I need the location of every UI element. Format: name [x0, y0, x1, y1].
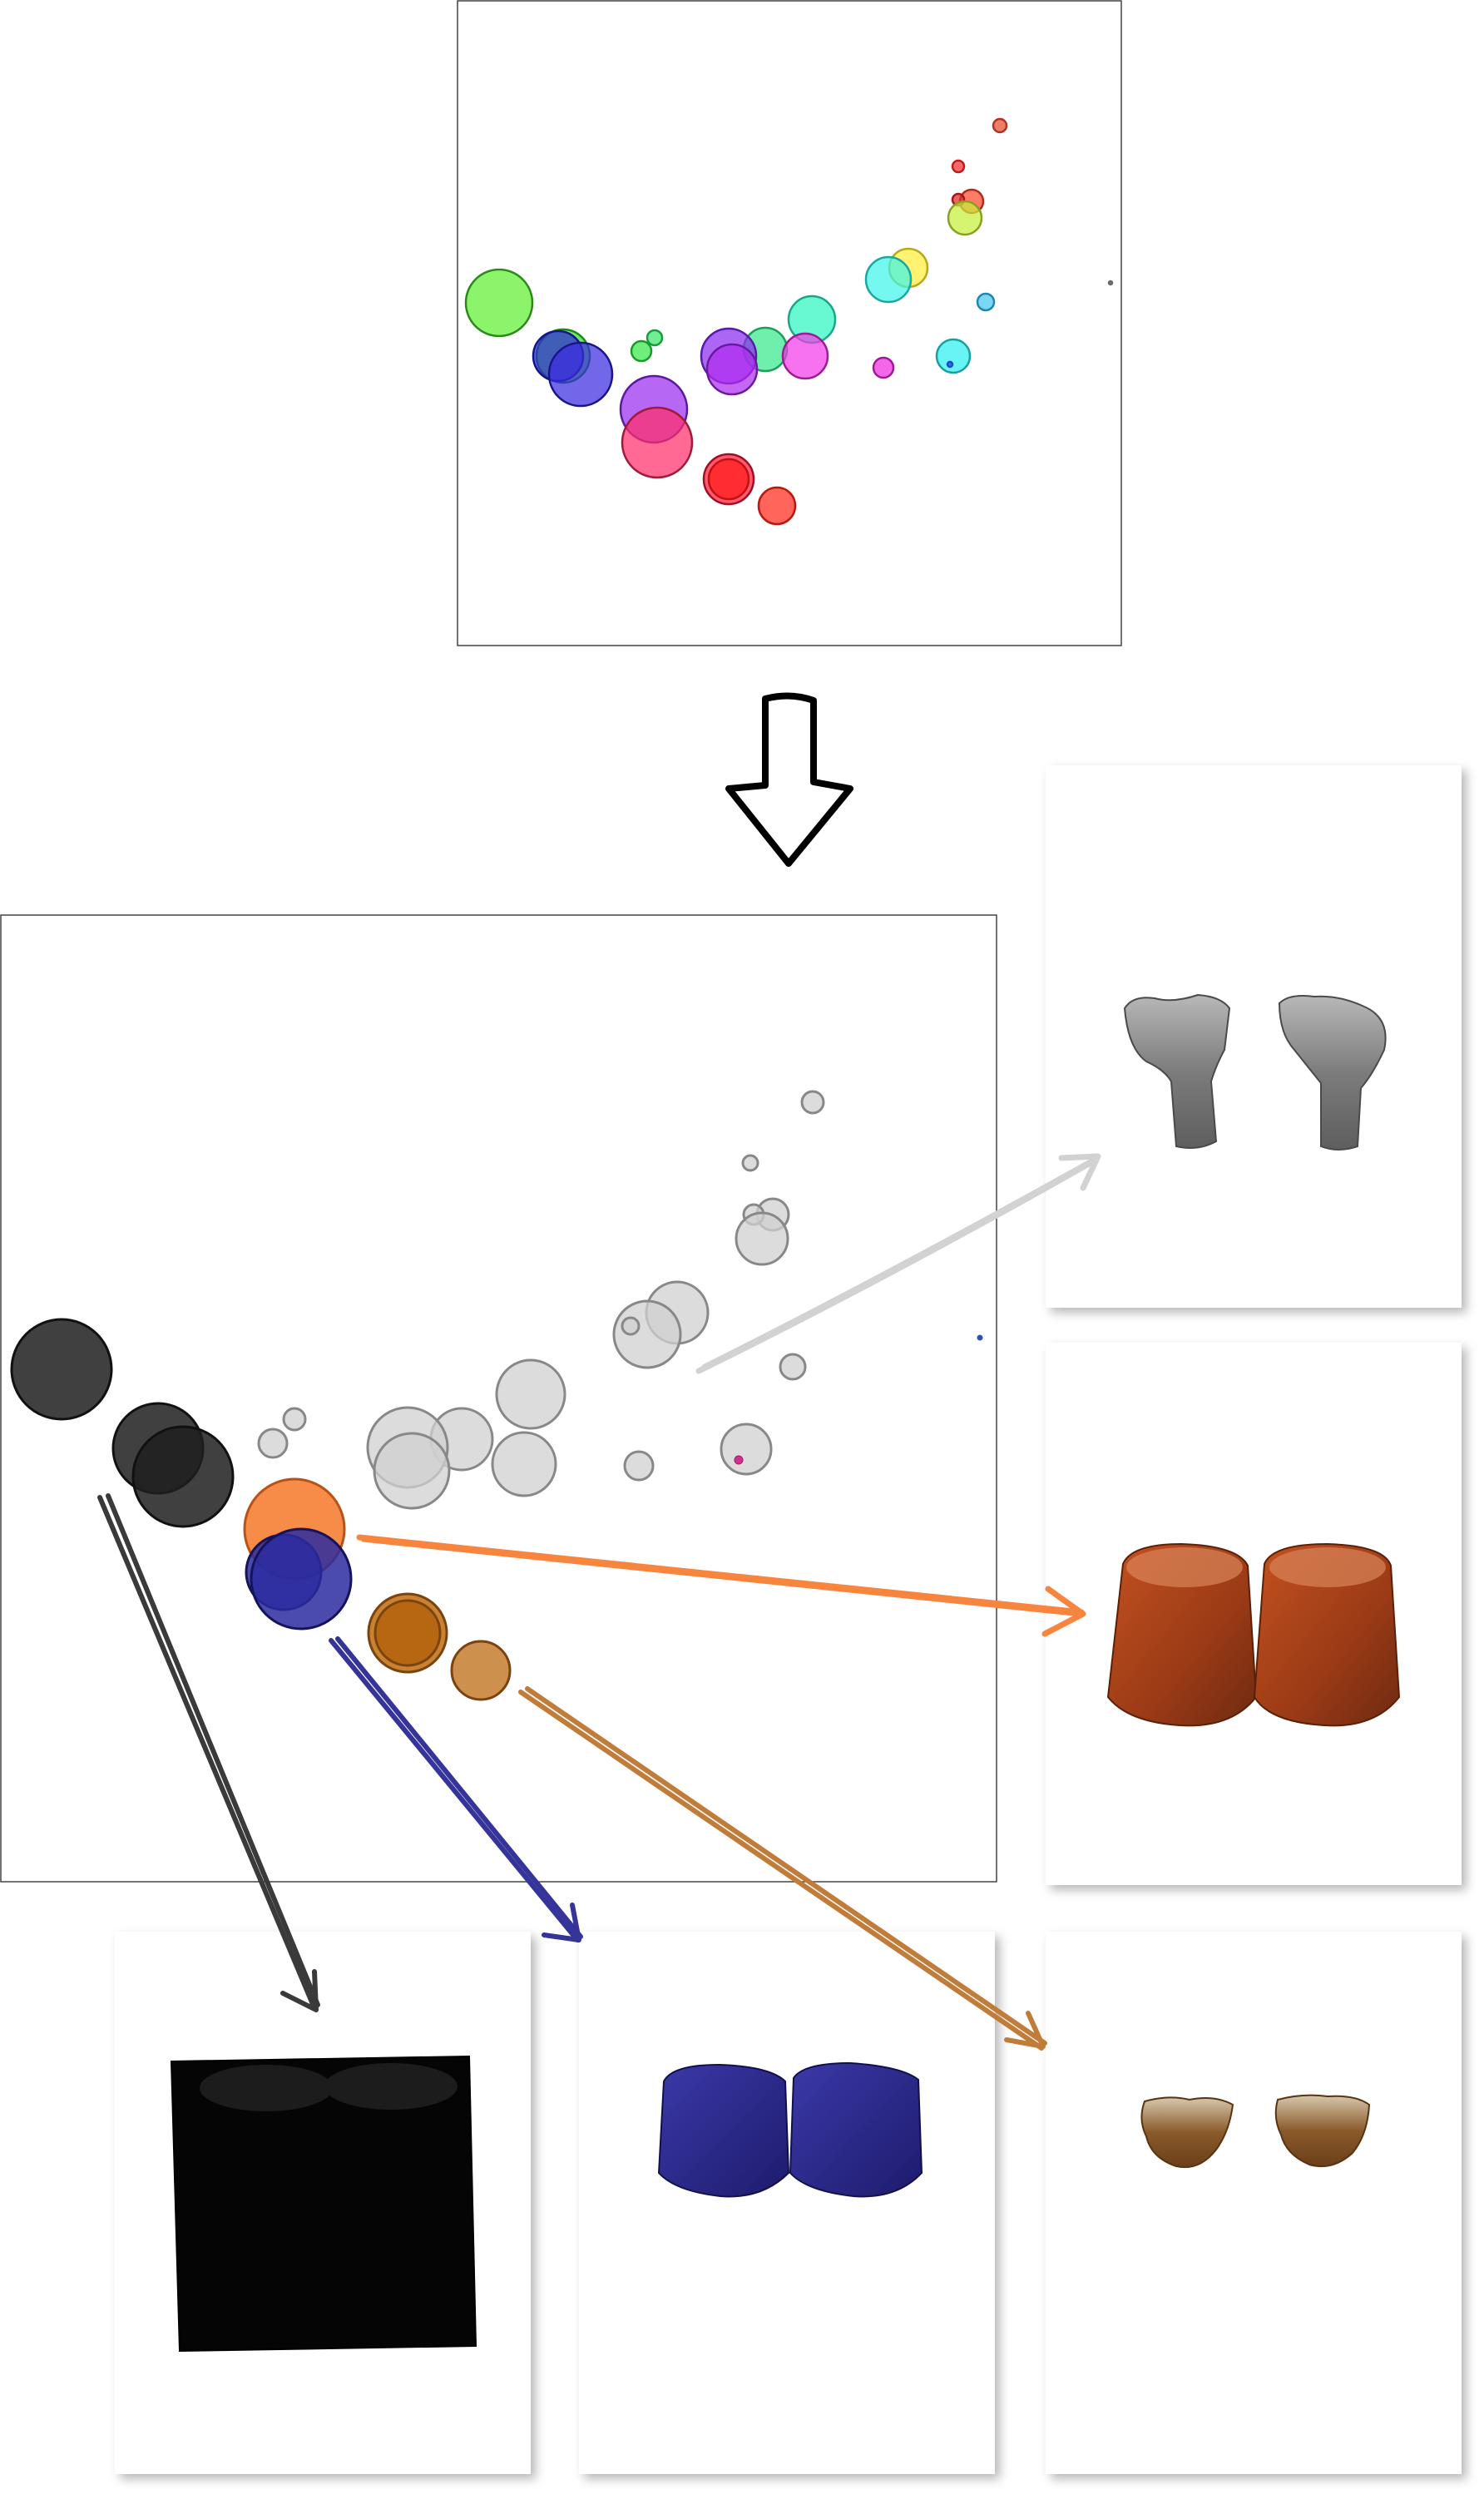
cylinder-render-right — [1253, 1542, 1401, 1727]
bubble — [547, 341, 614, 408]
bubble — [623, 1450, 655, 1482]
arrow-navy — [329, 1636, 583, 1942]
cylinder-top-left — [1126, 1547, 1243, 1587]
bubble — [373, 1432, 451, 1510]
render-panel-navy — [579, 1932, 995, 2474]
bubble — [779, 1353, 807, 1381]
top-plot-bubbles — [464, 117, 1114, 526]
bubble — [257, 1428, 289, 1459]
bubble — [464, 268, 534, 338]
render-card — [1046, 1932, 1462, 2474]
bubble-group-light-gray — [257, 1090, 825, 1510]
bubble — [946, 360, 954, 369]
bubble — [720, 1423, 773, 1476]
bubble — [450, 1640, 512, 1701]
bubble — [621, 1316, 641, 1336]
bubble — [131, 1425, 235, 1528]
bubble — [1107, 280, 1114, 286]
cap-render-left — [1140, 2096, 1234, 2168]
render-card — [1046, 1343, 1462, 1885]
cylinder-render-left — [657, 2063, 790, 2198]
bubble — [947, 200, 983, 236]
bubble — [250, 1527, 353, 1631]
bone-render-right — [1278, 995, 1387, 1151]
render-panel-brown — [1046, 1932, 1462, 2474]
bubble — [741, 1154, 759, 1172]
bubble — [707, 458, 750, 501]
render-card — [1046, 765, 1462, 1308]
connector-arrows — [97, 1153, 1101, 2051]
bubble — [864, 255, 913, 304]
bubble — [10, 1318, 113, 1421]
block-highlight-right — [324, 2063, 458, 2110]
bubble — [781, 332, 829, 380]
render-panel-gray-bones — [1046, 765, 1462, 1308]
bubble — [373, 1599, 442, 1667]
bubble — [992, 117, 1008, 134]
cap-render-right — [1274, 2094, 1371, 2168]
bubble — [621, 406, 694, 479]
bubble — [951, 159, 966, 174]
volume-block-icon — [170, 2055, 477, 2353]
bubble — [735, 1211, 789, 1266]
bubble — [705, 343, 759, 396]
volume-cylinder-icon — [657, 2061, 923, 2198]
arrow-orange — [356, 1534, 1086, 1637]
bottom-plot — [0, 914, 997, 1883]
render-card — [579, 1932, 995, 2474]
bubble — [976, 292, 996, 312]
arrow-brown — [518, 1686, 1047, 2051]
bubble-group-black — [10, 1318, 235, 1528]
bubble — [734, 1455, 744, 1465]
top-plot — [457, 0, 1122, 646]
bubble-group-navy — [245, 1527, 353, 1631]
bubble — [646, 329, 664, 347]
bubble-group-brown — [367, 1592, 512, 1701]
bubble — [757, 486, 797, 526]
bone-render-left — [1123, 993, 1231, 1149]
render-panel-black — [115, 1932, 531, 2474]
bubble — [935, 338, 972, 374]
down-arrow-icon — [725, 692, 853, 867]
bubble — [282, 1407, 307, 1432]
bone-volume-icon — [1123, 993, 1387, 1151]
bubble — [495, 1358, 566, 1430]
bubble — [612, 1299, 682, 1369]
render-panel-orange — [1046, 1343, 1462, 1885]
bubble — [630, 339, 653, 363]
arrow-black — [97, 1493, 320, 2012]
volume-cylinder-icon — [1106, 1542, 1401, 1727]
bubble — [491, 1431, 557, 1497]
cylinder-render-right — [789, 2061, 923, 2198]
flow-arrow — [725, 692, 853, 867]
bubble — [800, 1090, 825, 1115]
block-highlight-left — [200, 2065, 333, 2111]
volume-cap-icon — [1140, 2094, 1371, 2168]
arrow-light-gray — [695, 1153, 1101, 1374]
bubble — [977, 1334, 983, 1341]
cylinder-top-right — [1269, 1547, 1386, 1587]
bubble — [872, 356, 895, 379]
